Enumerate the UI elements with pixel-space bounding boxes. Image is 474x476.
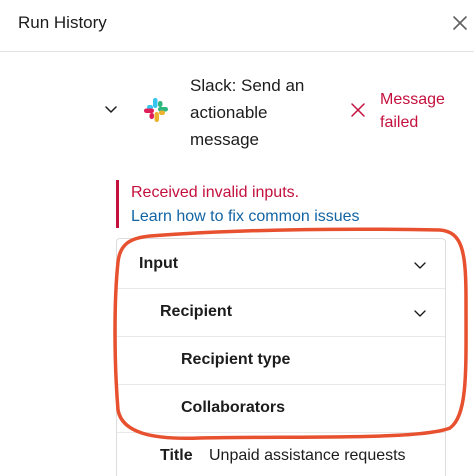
step-expand-button[interactable]	[103, 101, 119, 117]
close-icon	[453, 16, 467, 30]
collaborators-row: Collaborators	[117, 385, 445, 433]
chevron-down-icon	[105, 106, 117, 113]
input-section-row[interactable]: Input	[117, 241, 445, 289]
collaborators-label: Collaborators	[181, 399, 286, 416]
error-callout: Received invalid inputs. Learn how to fi…	[116, 180, 416, 228]
title-row: Title Unpaid assistance requests	[117, 433, 445, 476]
recipient-row[interactable]: Recipient	[117, 289, 445, 337]
recipient-label: Recipient	[160, 303, 233, 320]
step-title: Slack: Send an actionable message	[190, 76, 305, 149]
close-button[interactable]	[450, 13, 470, 33]
step-status: Message failed	[380, 91, 445, 131]
error-message: Received invalid inputs.	[131, 184, 300, 201]
recipient-type-row: Recipient type	[117, 337, 445, 385]
title-label: Title	[160, 447, 193, 464]
panel-header: Run History	[0, 0, 474, 52]
fix-issues-link[interactable]: Learn how to fix common issues	[131, 208, 360, 225]
panel-title: Run History	[18, 13, 107, 32]
slack-logo-icon	[142, 96, 170, 124]
title-value: Unpaid assistance requests	[209, 447, 406, 464]
input-section-label: Input	[139, 255, 179, 272]
x-icon	[350, 102, 366, 118]
recipient-type-label: Recipient type	[181, 351, 291, 368]
input-panel: Input Recipient Recipient type Collabora…	[116, 238, 446, 476]
chevron-down-icon[interactable]	[413, 306, 427, 320]
chevron-down-icon[interactable]	[413, 258, 427, 272]
